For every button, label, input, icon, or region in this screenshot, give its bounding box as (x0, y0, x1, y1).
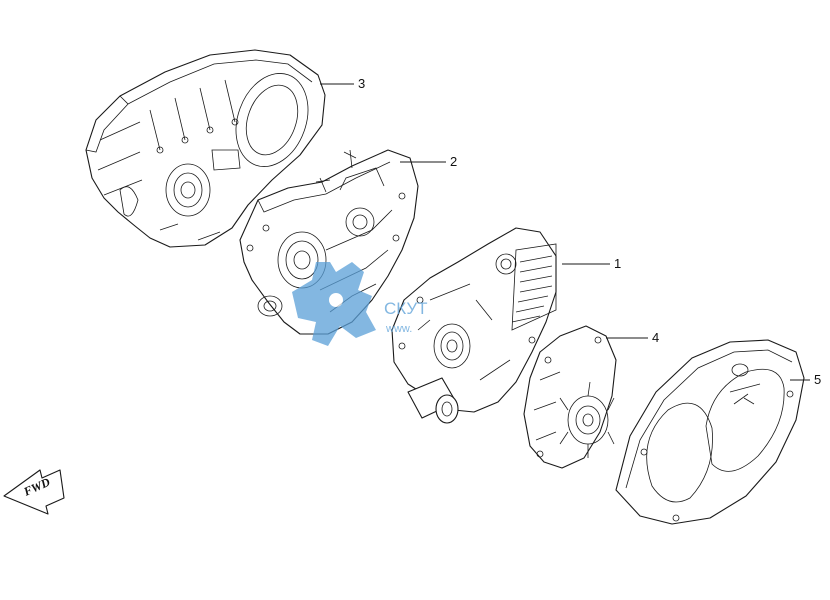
watermark-logo-icon (292, 262, 376, 346)
forward-arrow-icon (3, 469, 65, 515)
callout-5[interactable]: 5 (814, 372, 821, 387)
fwd-marker: FWD (3, 469, 65, 515)
part-4-side-cover[interactable] (523, 325, 617, 469)
callout-2[interactable]: 2 (450, 154, 457, 169)
callout-4[interactable]: 4 (652, 330, 659, 345)
part-1-crankcase-right-half[interactable] (391, 227, 557, 424)
callout-1[interactable]: 1 (614, 256, 621, 271)
callout-3[interactable]: 3 (358, 76, 365, 91)
watermark: СКУТ www. (292, 262, 428, 346)
part-5-outer-cover[interactable] (615, 339, 805, 525)
watermark-line1: СКУТ (384, 299, 428, 318)
part-3-rear-housing[interactable] (85, 49, 326, 248)
watermark-line2: www. (385, 323, 412, 335)
